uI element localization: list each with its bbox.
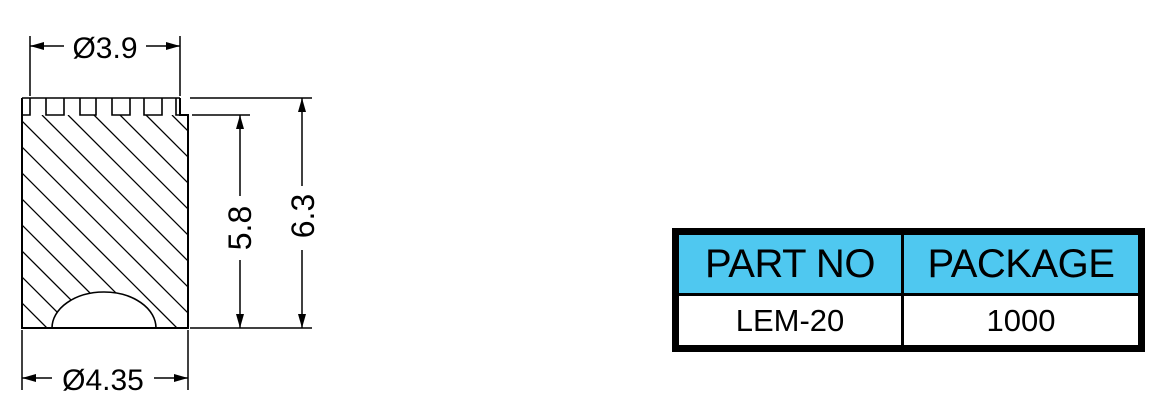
hatch-line xyxy=(22,146,188,314)
hatch-line xyxy=(41,115,188,262)
dim-top-diameter xyxy=(29,36,181,96)
hatch-line xyxy=(22,250,100,328)
hatch-pattern xyxy=(0,115,463,328)
hatch-line xyxy=(93,115,188,210)
body-outline xyxy=(21,98,189,329)
hatch-line xyxy=(67,115,188,236)
total-height-label: 6.3 xyxy=(285,194,321,238)
hatch-line xyxy=(22,172,178,328)
hatch-line xyxy=(0,115,21,328)
hatch-line xyxy=(250,115,463,328)
part-table: PART NO PACKAGE LEM-20 1000 xyxy=(672,228,1145,352)
hatch-line xyxy=(145,115,188,158)
cell-part-no: LEM-20 xyxy=(679,296,901,345)
hatch-line xyxy=(119,115,188,184)
bottom-arc-recess xyxy=(51,291,157,329)
header-package: PACKAGE xyxy=(904,235,1138,293)
dim-bottom-diameter xyxy=(21,330,189,390)
hatch-line xyxy=(22,224,126,328)
part-body xyxy=(0,97,463,329)
dim-total-height xyxy=(298,98,306,328)
hatch-line xyxy=(22,276,74,328)
hatch-line xyxy=(171,115,188,132)
dim-inner-height xyxy=(236,115,244,328)
header-part-no: PART NO xyxy=(679,235,901,293)
hatch-line xyxy=(22,302,48,328)
bottom-diameter-label: Ø4.35 xyxy=(62,364,144,397)
cell-package: 1000 xyxy=(904,296,1138,345)
top-notches xyxy=(21,97,188,116)
inner-height-label: 5.8 xyxy=(222,206,258,250)
hatch-line xyxy=(22,120,188,288)
top-diameter-label: Ø3.9 xyxy=(72,32,137,65)
